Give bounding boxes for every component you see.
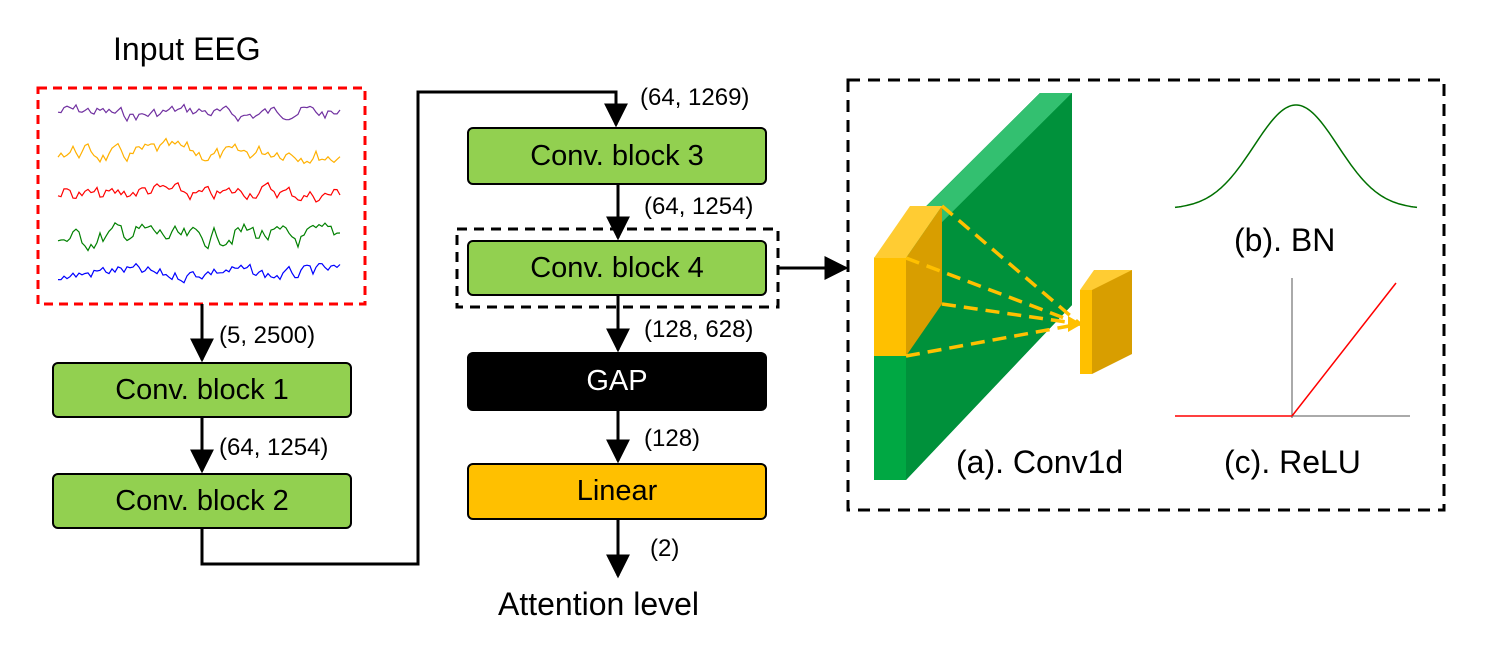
relu-plot: [1175, 278, 1410, 418]
kernel-ray-3: [941, 302, 1081, 326]
detail-panel-frame: [846, 78, 1446, 512]
dim-into-conv3: (64, 1269): [640, 84, 750, 111]
linear-block: Linear: [467, 463, 767, 520]
dim-input-to-conv1: (5, 2500): [219, 322, 316, 349]
conv1d-illustration: [874, 93, 1132, 480]
kernel-ray-2: [905, 256, 1081, 326]
output-cell-front: [1080, 290, 1092, 374]
conv-block-2: Conv. block 2: [52, 473, 352, 529]
kernel-top: [874, 206, 942, 258]
output-label: Attention level: [498, 586, 700, 622]
connector-conv2-to-conv3: [200, 90, 628, 566]
dim-gap-to-linear: (128): [644, 425, 701, 452]
output-cell-side: [1092, 270, 1132, 374]
kernel-front: [874, 258, 906, 356]
relu-caption: (c). ReLU: [1224, 444, 1361, 480]
eeg-trace-1: [57, 103, 341, 123]
eeg-trace-3: [57, 181, 341, 203]
relu-positive: [1291, 282, 1397, 417]
conv1d-caption: (a). Conv1d: [956, 444, 1124, 480]
dim-linear-out: (2): [650, 535, 680, 562]
eeg-traces: [57, 103, 341, 284]
kernel-ray-4: [905, 322, 1081, 358]
eeg-trace-5: [57, 262, 341, 284]
conv-block-1: Conv. block 1: [52, 362, 352, 418]
input-eeg-title: Input EEG: [113, 31, 261, 67]
dim-conv1-to-conv2: (64, 1254): [219, 434, 329, 461]
dim-conv3-to-conv4: (64, 1254): [644, 193, 754, 220]
bn-curve: [1174, 104, 1418, 209]
eeg-trace-2: [57, 137, 341, 165]
feature-map-side: [906, 93, 1072, 480]
conv-block-4: Conv. block 4: [467, 240, 767, 296]
bn-caption: (b). BN: [1234, 222, 1336, 258]
ray-arrowhead: [1068, 316, 1082, 332]
dim-conv4-to-gap: (128, 628): [644, 316, 754, 343]
kernel-side: [906, 206, 942, 356]
conv-block-3: Conv. block 3: [467, 127, 767, 185]
input-eeg-frame: [36, 86, 367, 306]
eeg-trace-4: [57, 222, 341, 252]
kernel-ray-1: [940, 204, 1082, 326]
gap-block: GAP: [467, 352, 767, 411]
